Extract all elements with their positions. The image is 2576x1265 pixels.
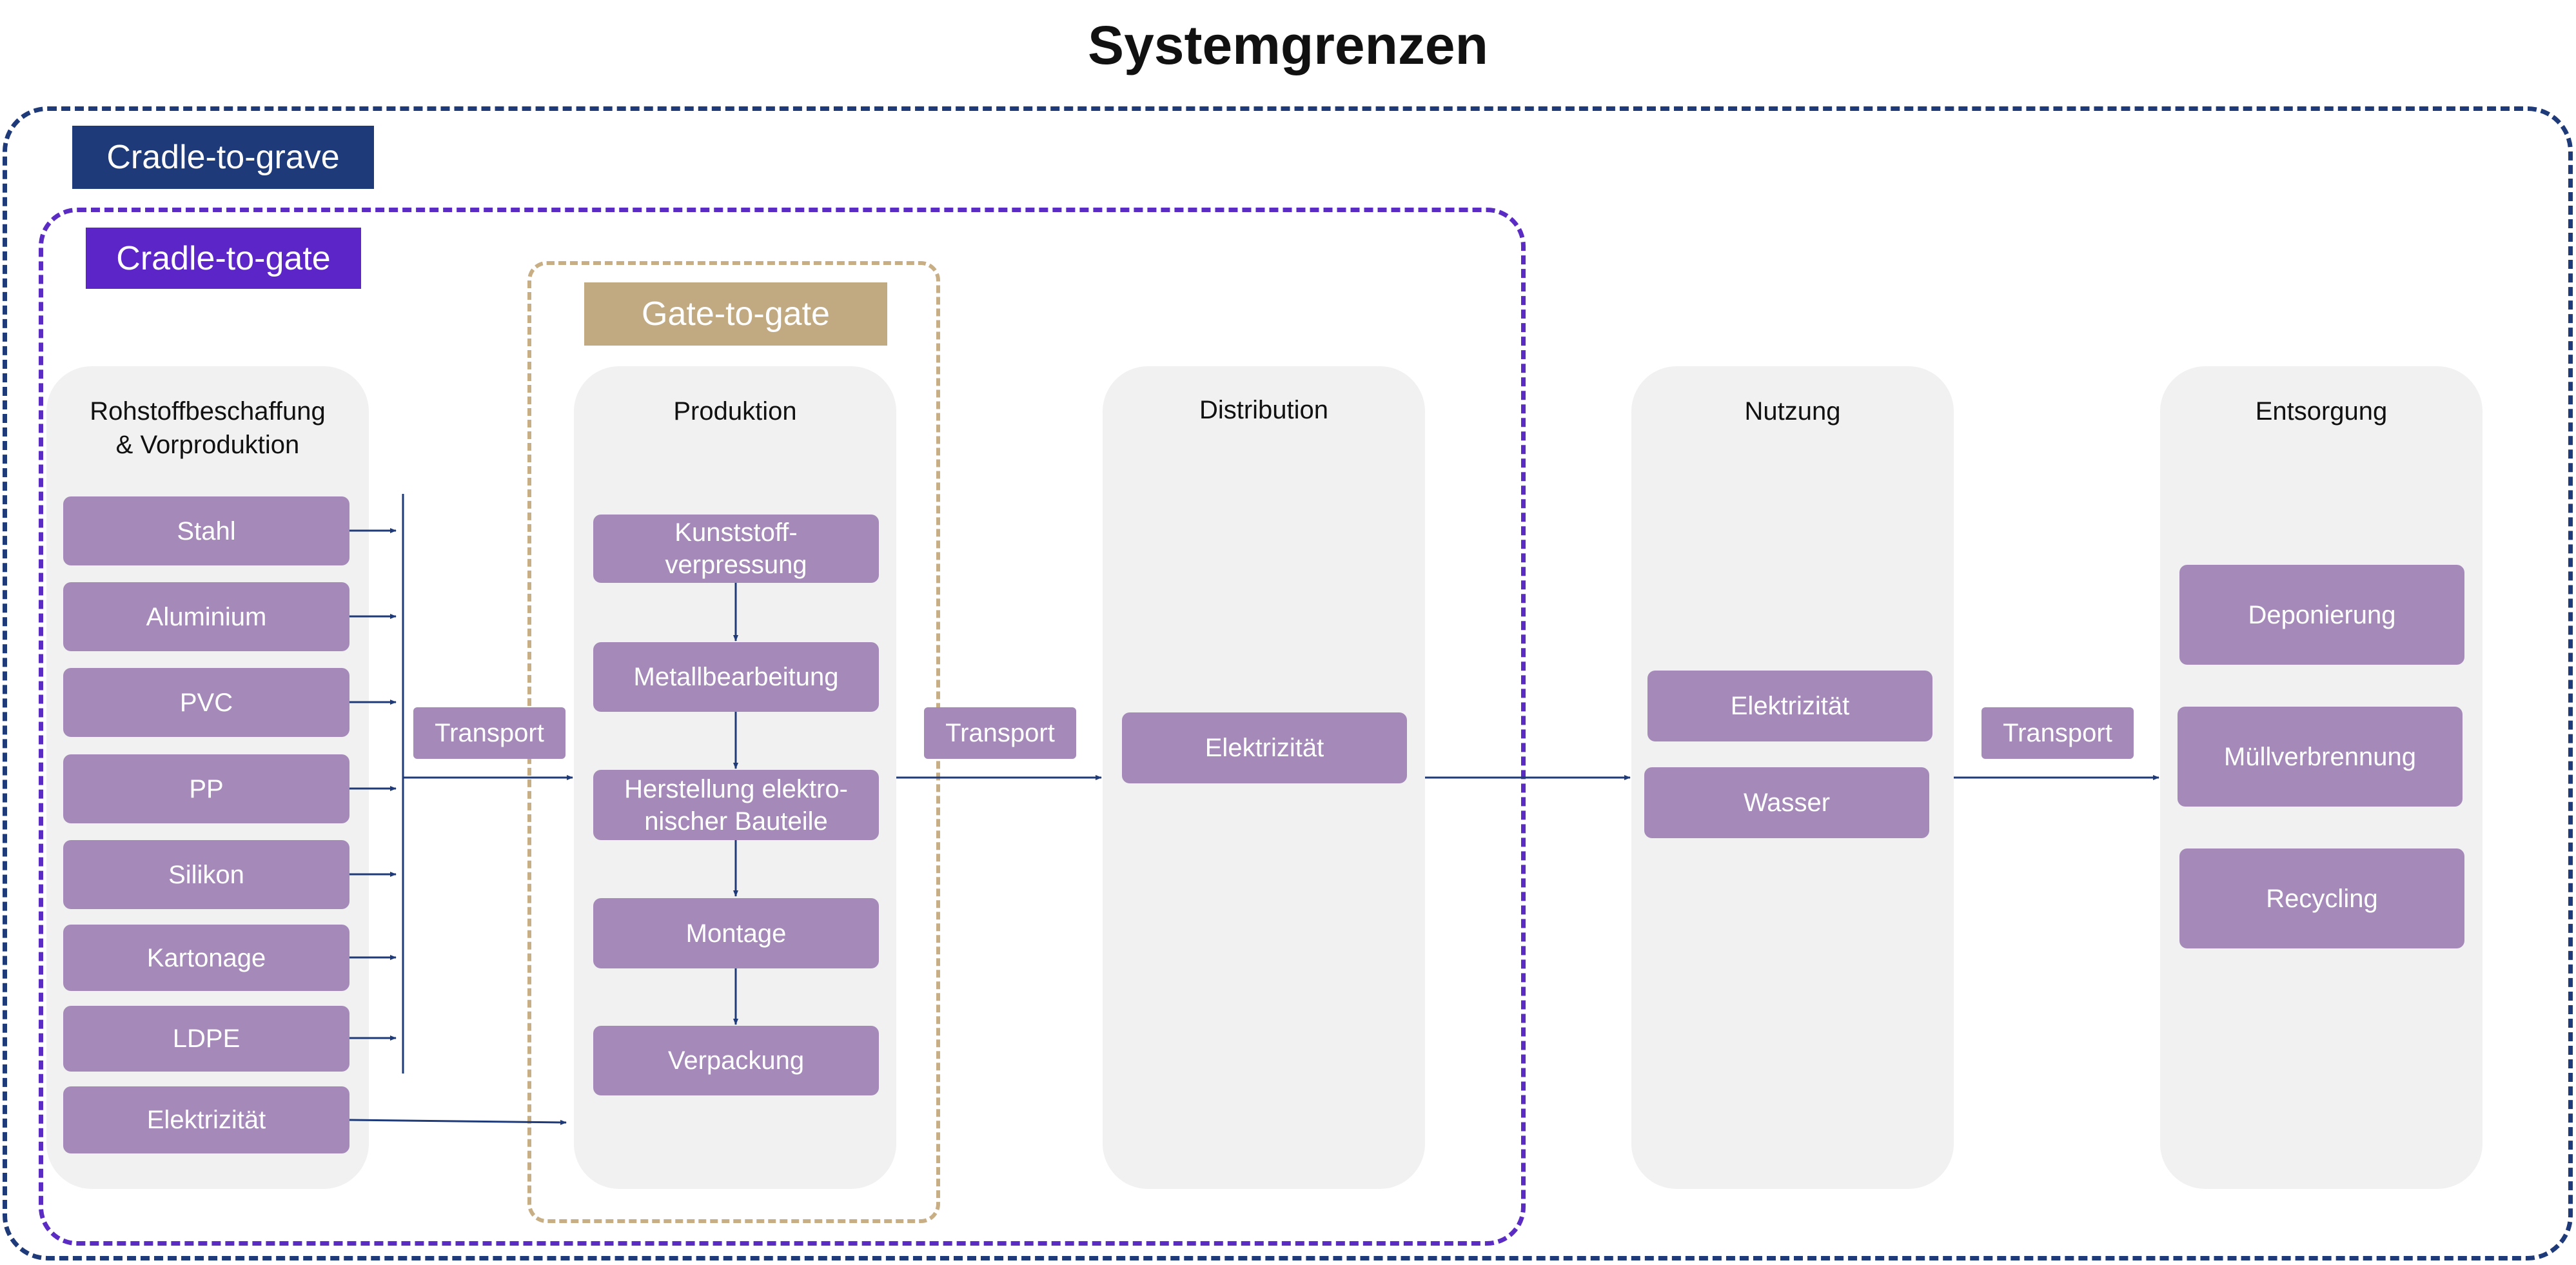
process-box-kunststoffverpressung: Kunststoff- verpressung bbox=[593, 515, 879, 583]
process-box-elektrizitaet-distribution: Elektrizität bbox=[1122, 712, 1407, 783]
process-box-elektrizitaet-rohstoff: Elektrizität bbox=[63, 1086, 349, 1153]
process-box-verpackung: Verpackung bbox=[593, 1026, 879, 1095]
transport-label-2: Transport bbox=[924, 707, 1076, 759]
process-box-silikon: Silikon bbox=[63, 840, 349, 909]
process-box-ldpe: LDPE bbox=[63, 1006, 349, 1072]
process-box-pvc: PVC bbox=[63, 668, 349, 737]
process-box-deponierung: Deponierung bbox=[2179, 565, 2464, 665]
process-box-kunststoffverpressung-line2: verpressung bbox=[665, 551, 807, 579]
process-box-aluminium: Aluminium bbox=[63, 582, 349, 651]
process-box-wasser: Wasser bbox=[1644, 767, 1929, 838]
process-box-elektrizitaet-nutzung: Elektrizität bbox=[1647, 671, 1932, 741]
process-box-stahl: Stahl bbox=[63, 496, 349, 565]
process-box-metallbearbeitung: Metallbearbeitung bbox=[593, 642, 879, 712]
gate-to-gate-label: Gate-to-gate bbox=[584, 282, 887, 346]
stage-label-rohstoff-line1: Rohstoffbeschaffung bbox=[90, 397, 326, 426]
stage-label-produktion: Produktion bbox=[673, 397, 797, 426]
stage-label-rohstoff: Rohstoffbeschaffung & Vorproduktion bbox=[46, 395, 369, 462]
process-box-herstellung-line2: nischer Bauteile bbox=[644, 807, 828, 836]
diagram-title: Systemgrenzen bbox=[1088, 15, 1488, 75]
arrow-elektrizitaet-produktion bbox=[349, 1119, 567, 1125]
process-box-pp: PP bbox=[63, 754, 349, 823]
process-box-muellverbrennung: Müllverbrennung bbox=[2178, 707, 2463, 807]
process-box-montage: Montage bbox=[593, 898, 879, 968]
cradle-to-grave-label: Cradle-to-grave bbox=[72, 126, 374, 189]
transport-label-1: Transport bbox=[413, 707, 565, 759]
process-box-herstellung-elektronischer-bauteile: Herstellung elektro- nischer Bauteile bbox=[593, 770, 879, 840]
cradle-to-gate-boundary bbox=[39, 208, 1526, 1246]
stage-label-entsorgung: Entsorgung bbox=[2255, 397, 2388, 426]
cradle-to-gate-label: Cradle-to-gate bbox=[86, 228, 361, 289]
cradle-to-grave-boundary bbox=[3, 106, 2573, 1260]
process-box-recycling: Recycling bbox=[2179, 848, 2464, 948]
stage-label-rohstoff-line2: & Vorproduktion bbox=[115, 431, 300, 459]
transport-label-3: Transport bbox=[1981, 707, 2134, 759]
process-box-herstellung-line1: Herstellung elektro- bbox=[624, 774, 848, 803]
process-box-kartonage: Kartonage bbox=[63, 925, 349, 991]
process-box-kunststoffverpressung-line1: Kunststoff- bbox=[674, 518, 798, 547]
stage-label-distribution: Distribution bbox=[1199, 396, 1329, 424]
stage-label-nutzung: Nutzung bbox=[1744, 397, 1841, 426]
